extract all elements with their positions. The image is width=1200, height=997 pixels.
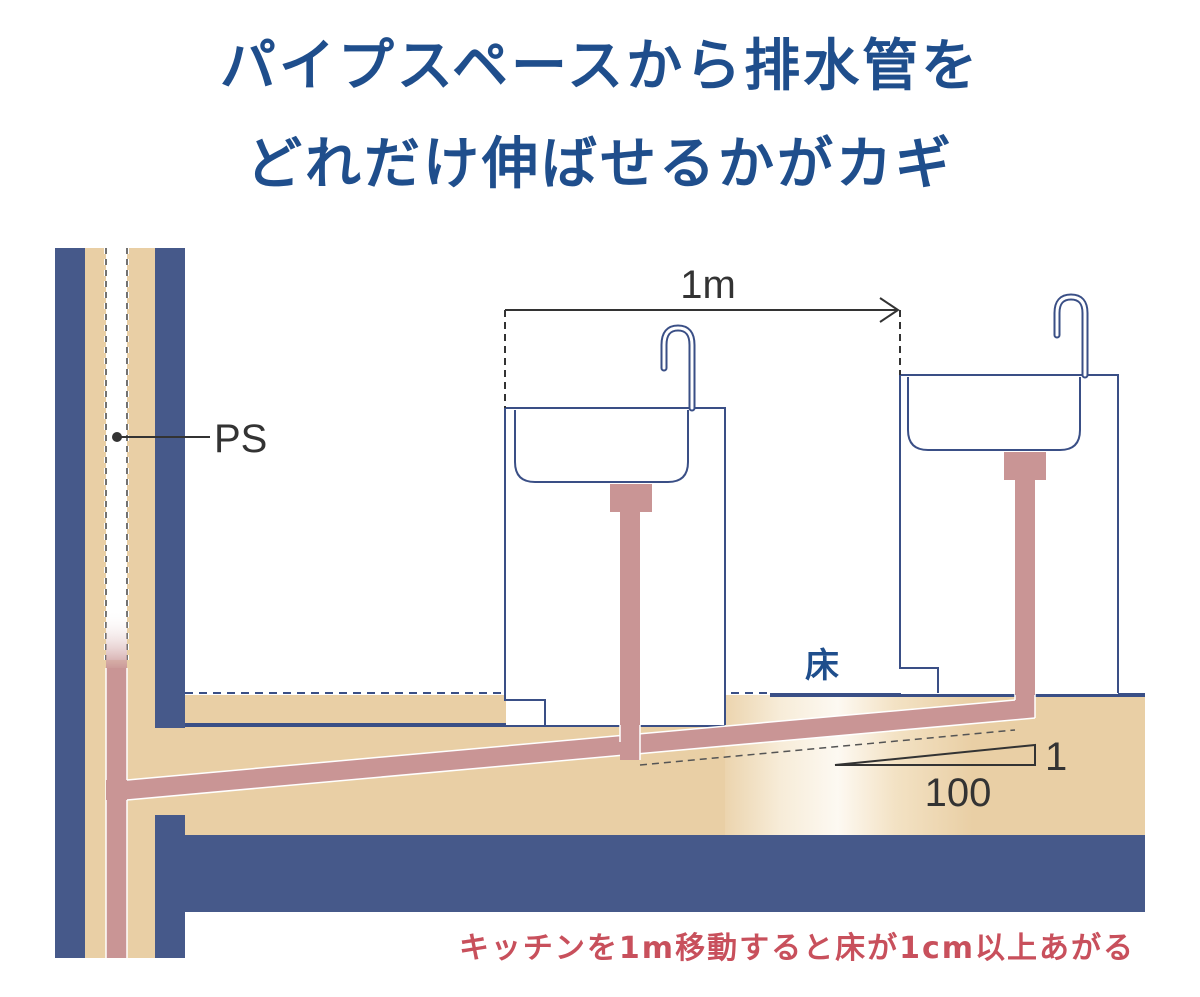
slope-indicator: 1 100 <box>834 735 1067 815</box>
vertical-drain-pipe <box>105 610 128 958</box>
bottom-slab <box>155 835 1145 912</box>
title-line-2: どれだけ伸ばせるかがカギ <box>246 132 954 197</box>
title-line-1: パイプスペースから排水管を <box>220 34 980 99</box>
pipe-space-label: PS <box>214 417 267 461</box>
pipe-space-callout: PS <box>112 417 267 461</box>
floor-label: 床 <box>805 646 839 686</box>
moved-kitchen <box>899 293 1119 694</box>
caption: キッチンを1m移動すると床が1cm以上あがる <box>459 931 1135 966</box>
slope-rise-label: 1 <box>1045 735 1067 779</box>
slope-run-label: 100 <box>925 771 992 815</box>
distance-dimension: 1m <box>504 263 901 408</box>
original-kitchen <box>504 324 726 725</box>
distance-label: 1m <box>680 263 736 307</box>
